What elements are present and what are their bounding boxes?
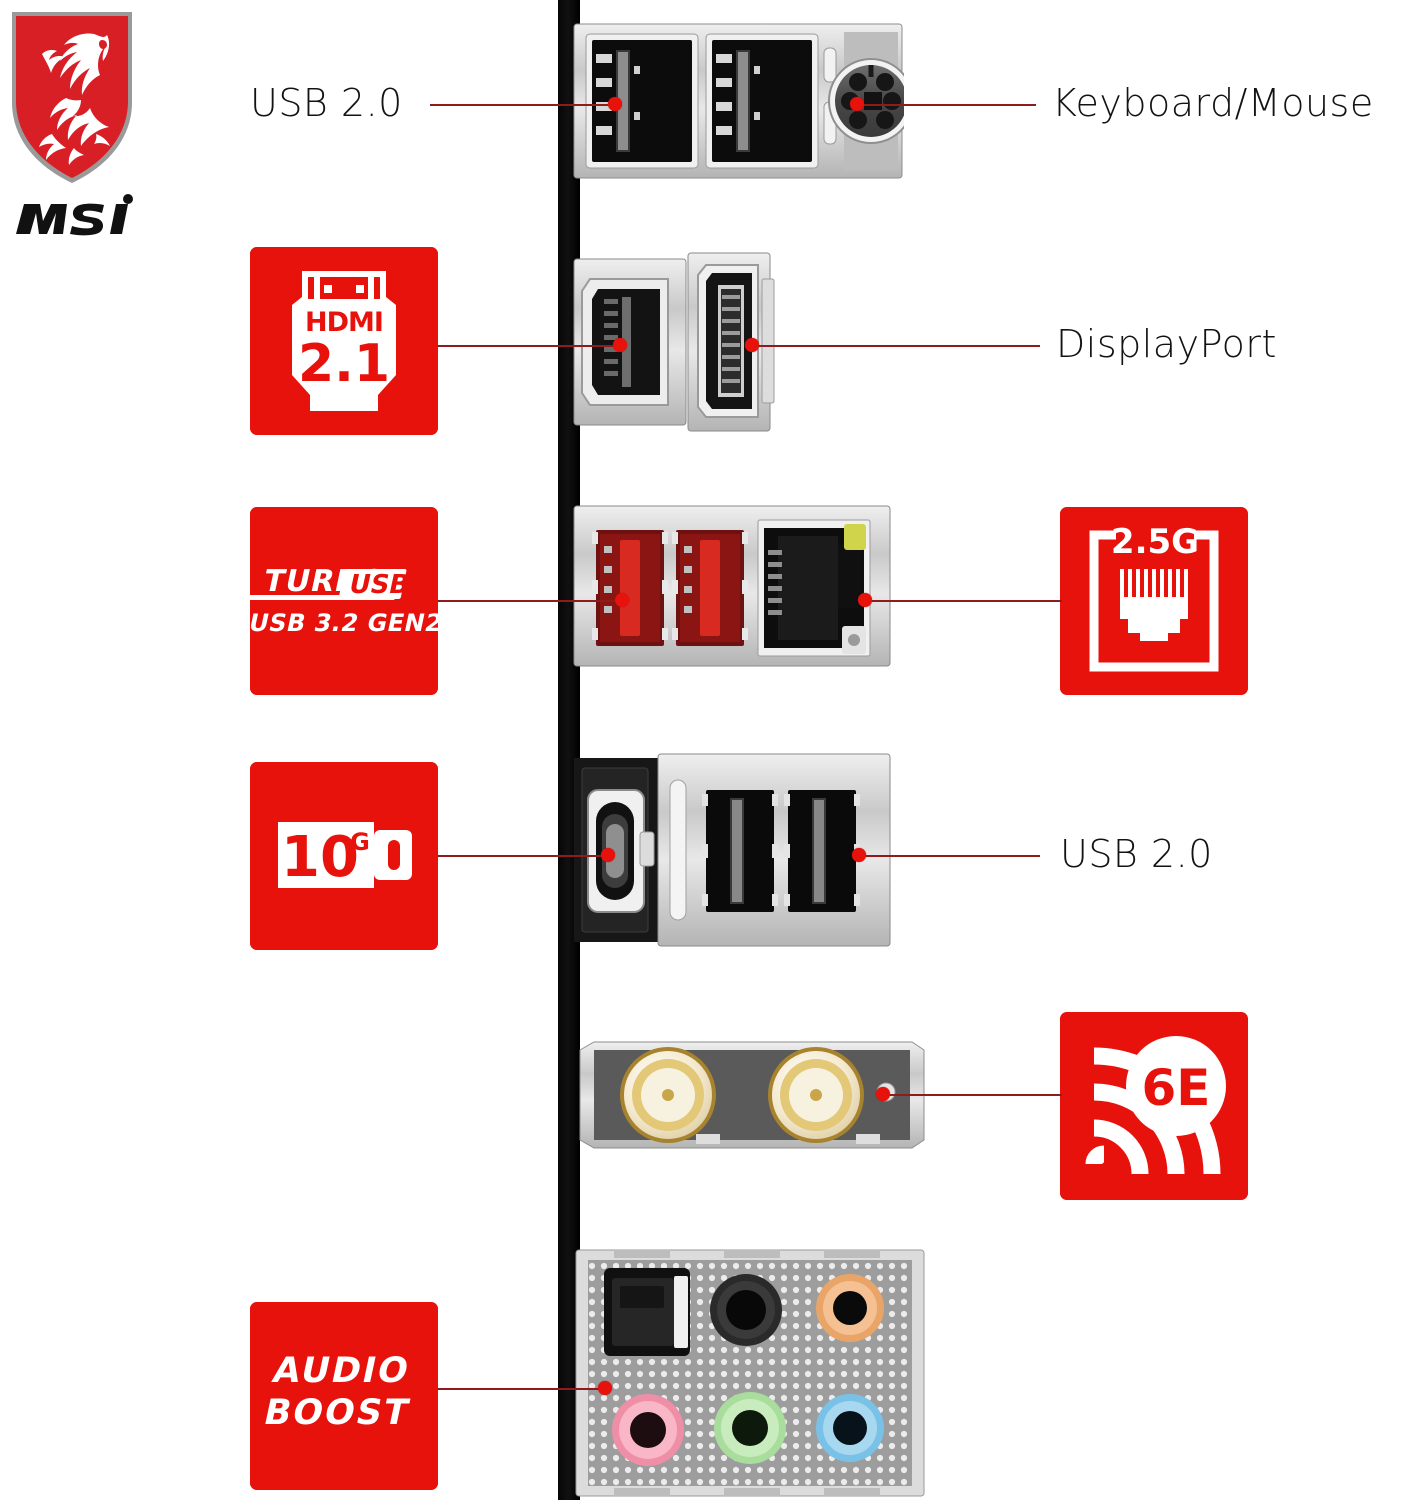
leader-line-displayport [752,345,1040,347]
leader-dot-keyboard-mouse [850,97,864,111]
badge-lan-speed: 2.5G [1111,522,1199,562]
msi-logo [8,6,138,246]
audio-jack-blue [816,1394,884,1462]
badge-hdmi-2.1: HDMI 2.1 [250,247,438,435]
usb-c-and-usb2-module [572,752,892,948]
badge-usbc-unit: G [350,828,370,856]
leader-line-wifi [884,1094,1062,1096]
leader-line-turbo-usb [438,600,622,602]
usb32-gen2-and-lan-module [572,502,892,670]
badge-turbo-line2: USB 3.2 GEN2 [250,608,438,637]
usb-3.2-gen2-port [672,530,748,646]
badge-wifi-6e: 6E [1060,1012,1248,1200]
leader-line-keyboard-mouse [858,104,1036,106]
leader-dot-usb20-bottom [852,848,866,862]
leader-dot-turbo-usb [615,593,629,607]
audio-jack-module [574,1248,926,1498]
usb2-and-ps2-module [572,20,904,182]
leader-line-audio [438,1388,606,1390]
usb-2.0-port [585,33,699,169]
badge-turbo-usb: TURBO USB USB 3.2 GEN2 [250,507,438,695]
displayport-port [687,252,775,432]
badge-hdmi-title: HDMI [305,307,383,338]
leader-dot-wifi [876,1087,890,1101]
badge-wifi-standard: 6E [1142,1059,1211,1117]
sma-antenna-connector [768,1047,864,1143]
badge-usbc-10g: 10 G [250,762,438,950]
callout-keyboard-mouse: Keyboard/Mouse [1052,81,1374,125]
badge-lan-2.5g: 2.5G [1060,507,1248,695]
leader-line-usb20-top [430,104,615,106]
optical-spdif-out-port [604,1268,690,1356]
usb-type-c-port [587,789,655,913]
leader-dot-usb20-top [608,97,622,111]
leader-dot-audio [598,1381,612,1395]
usb-3.2-gen2-port [592,530,668,646]
msi-wordmark [16,194,133,236]
badge-audio-line2: BOOST [260,1392,414,1433]
audio-jack-orange [816,1274,884,1342]
badge-audio-boost: AUDIO BOOST [250,1302,438,1490]
rj45-lan-port [757,519,871,657]
usb-2.0-port [702,790,778,912]
wifi-antenna-module [576,1036,928,1154]
sma-antenna-connector [620,1047,716,1143]
badge-hdmi-version: 2.1 [298,334,390,394]
usb-2.0-port [705,33,819,169]
callout-usb20-top: USB 2.0 [250,81,403,125]
leader-dot-usbc [601,848,615,862]
badge-turbo-line1-tail: USB [346,570,412,600]
badge-usbc-speed: 10 [281,825,359,890]
callout-usb20-bottom: USB 2.0 [1060,832,1213,876]
audio-jack-pink [612,1394,684,1466]
leader-dot-hdmi [613,338,627,352]
leader-line-usbc [438,855,608,857]
audio-jack-green [714,1392,786,1464]
audio-jack-black [710,1274,782,1346]
lan-led-yellow [844,524,866,550]
msi-shield-icon [12,12,132,183]
video-output-module [572,245,786,437]
leader-line-usb20-bottom [860,855,1040,857]
leader-line-hdmi [438,345,620,347]
badge-audio-line1: AUDIO [269,1350,414,1391]
leader-dot-lan [858,593,872,607]
callout-displayport: DisplayPort [1056,322,1277,366]
usb-2.0-port [784,790,860,912]
leader-dot-displayport [745,338,759,352]
leader-line-lan [866,600,1062,602]
